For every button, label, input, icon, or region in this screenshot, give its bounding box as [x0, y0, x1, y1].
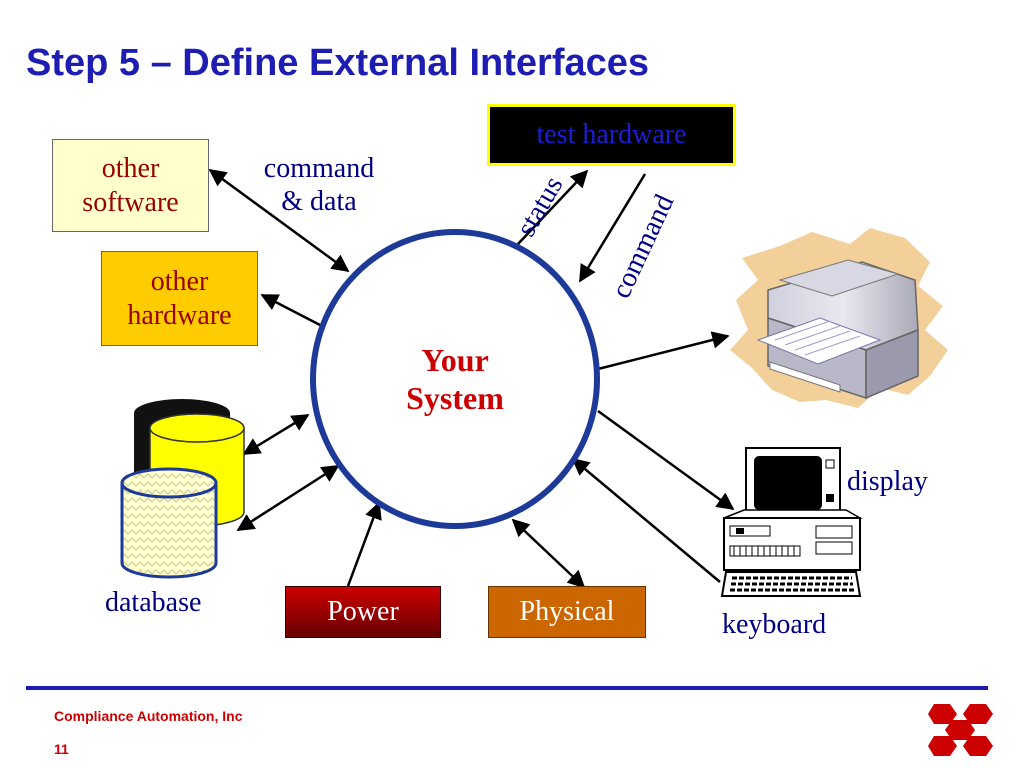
page-number: 11 — [54, 741, 69, 757]
your-system-circle — [310, 229, 600, 529]
computer-icon — [720, 447, 863, 597]
power-label: Power — [327, 596, 399, 628]
arrow-status — [517, 169, 589, 245]
your-system-line2: System — [406, 380, 504, 417]
slide-title: Step 5 – Define External Interfaces — [26, 42, 650, 84]
test-hardware-label: test hardware — [536, 119, 687, 151]
other-software-line2: software — [82, 186, 179, 218]
keyboard-label: keyboard — [722, 609, 827, 640]
footer-company: Compliance Automation, Inc — [54, 708, 243, 724]
arrow-power — [346, 501, 382, 587]
physical-box: Physical — [488, 586, 646, 638]
physical-label: Physical — [519, 596, 615, 628]
arrow-printer — [597, 331, 730, 371]
footer-divider — [26, 686, 988, 690]
power-box: Power — [285, 586, 441, 638]
arrow-other-hardware — [260, 293, 321, 327]
command-data-line1: command — [263, 153, 375, 184]
database-label: database — [105, 587, 202, 618]
other-hardware-line2: hardware — [127, 299, 232, 331]
other-software-line1: other — [101, 153, 160, 185]
database-icon — [120, 399, 245, 579]
company-logo — [928, 704, 993, 756]
test-hardware-box: test hardware — [487, 104, 736, 166]
arrow-database-lower — [236, 464, 340, 532]
other-hardware-line1: other — [150, 266, 209, 298]
arrow-physical — [511, 518, 586, 589]
display-label: display — [847, 466, 928, 497]
command-data-label: command& data — [249, 152, 389, 218]
arrow-keyboard — [571, 457, 721, 583]
arrow-database-upper — [242, 413, 310, 456]
arrow-command — [578, 173, 647, 283]
command-data-line2: & data — [281, 186, 357, 218]
arrow-display — [597, 409, 735, 511]
printer-icon — [730, 228, 948, 408]
your-system-line1: Your — [421, 342, 489, 378]
arrow-other-software — [208, 168, 350, 273]
